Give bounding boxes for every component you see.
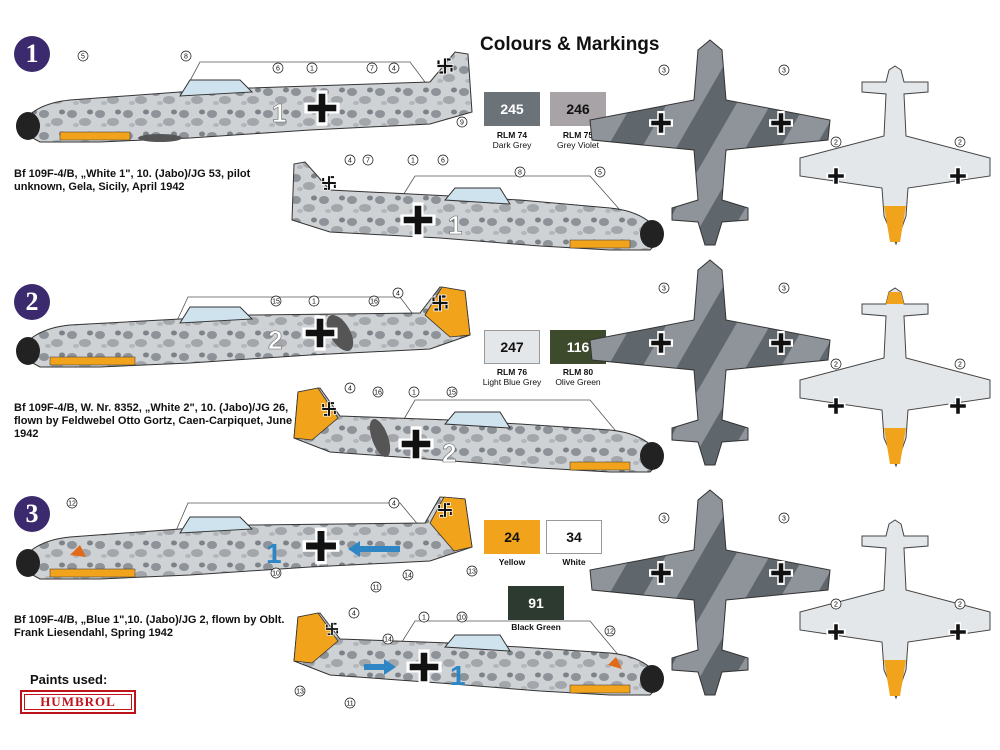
callout-number: 9 <box>460 120 464 127</box>
callout-number: 7 <box>366 158 370 165</box>
aircraft-profile-right: 1 4 7 1 6 8 5 <box>291 154 664 251</box>
fuselage-code: 2 <box>442 438 456 468</box>
callout-number: 1 <box>310 66 314 73</box>
callout-number: 1 <box>422 615 426 622</box>
aircraft-profile-right: 1 4 14 1 10 12 13 11 <box>293 607 664 709</box>
callout-number: 2 <box>834 140 838 147</box>
callout-number: 1 <box>412 390 416 397</box>
colour-chip: 245 <box>484 92 540 126</box>
callout-number: 5 <box>598 170 602 177</box>
callout-number: 4 <box>392 66 396 73</box>
aircraft-plan-under-view: 2 2 <box>799 519 991 700</box>
callout-number: 8 <box>184 54 188 61</box>
callout-number: 2 <box>834 602 838 609</box>
aircraft-profile-left: 1 5 8 6 1 7 4 9 <box>16 50 473 143</box>
callout-number: 15 <box>272 299 280 306</box>
callout-number: 3 <box>782 68 786 75</box>
fuselage-code: 1 <box>266 538 282 569</box>
callout-number: 2 <box>958 362 962 369</box>
aircraft-plan-under-view: 2 2 <box>799 287 991 468</box>
callout-number: 16 <box>370 299 378 306</box>
colour-swatch: 247 <box>484 330 540 364</box>
callout-number: 2 <box>958 602 962 609</box>
callout-number: 14 <box>404 573 412 580</box>
callout-number: 4 <box>352 611 356 618</box>
scheme-caption: Bf 109F-4/B, „White 1", 10. (Jabo)/JG 53… <box>14 168 251 193</box>
callout-number: 2 <box>834 362 838 369</box>
colour-swatch: 34 <box>546 520 602 554</box>
callout-number: 14 <box>384 637 392 644</box>
callout-number: 3 <box>782 516 786 523</box>
callout-number: 1 <box>312 299 316 306</box>
callout-number: 3 <box>782 286 786 293</box>
scheme-number-badge: 2 <box>14 284 50 320</box>
callout-number: 5 <box>81 54 85 61</box>
colour-chip: 34 <box>546 520 602 554</box>
callout-number: 4 <box>392 501 396 508</box>
page-title: Colours & Markings <box>480 34 660 55</box>
callout-number: 11 <box>346 701 353 708</box>
aircraft-plan-top-view: 3 3 <box>589 39 831 246</box>
colour-chip: 24 <box>484 520 540 554</box>
aircraft-plan-top-view: 3 3 <box>589 489 831 696</box>
callout-number: 3 <box>662 68 666 75</box>
scheme-number-badge: 3 <box>14 496 50 532</box>
fuselage-code: 1 <box>448 210 462 240</box>
callout-number: 4 <box>396 291 400 298</box>
scheme-caption: Bf 109F-4/B, „Blue 1",10. (Jabo)/JG 2, f… <box>14 614 285 639</box>
aircraft-profile-left: 1 12 4 10 11 14 13 <box>16 496 478 593</box>
callout-number: 10 <box>458 615 466 622</box>
colour-chip: 91 <box>508 586 564 620</box>
colour-name: Yellow <box>498 557 526 567</box>
colour-swatch: 246 <box>550 92 606 126</box>
callout-number: 6 <box>441 158 445 165</box>
callout-number: 13 <box>468 569 476 576</box>
colour-swatch: 24 <box>484 520 540 554</box>
humbrol-logo: HUMBROL <box>20 690 136 714</box>
fuselage-code: 1 <box>272 98 286 128</box>
callout-number: 13 <box>296 689 304 696</box>
callout-number: 4 <box>348 386 352 393</box>
colour-chip: 247 <box>484 330 540 364</box>
callout-number: 16 <box>374 390 382 397</box>
scheme-caption: Bf 109F-4/B, W. Nr. 8352, „White 2", 10.… <box>14 402 293 440</box>
callout-number: 4 <box>348 158 352 165</box>
callout-number: 7 <box>370 66 374 73</box>
callout-number: 6 <box>276 66 280 73</box>
paints-used-label: Paints used: <box>30 672 108 687</box>
callout-number: 1 <box>411 158 415 165</box>
callout-number: 8 <box>518 170 522 177</box>
aircraft-plan-under-view: 2 2 <box>799 65 991 246</box>
aircraft-profile-right: 2 4 16 1 15 <box>293 382 664 473</box>
callout-number: 11 <box>372 585 379 592</box>
colour-name: Black Green <box>511 622 561 632</box>
callout-number: 2 <box>958 140 962 147</box>
callout-number: 3 <box>662 286 666 293</box>
fuselage-code: 2 <box>268 325 282 355</box>
aircraft-profile-left: 2 15 1 16 4 <box>16 286 471 368</box>
fuselage-code: 1 <box>450 660 466 691</box>
colour-chip: 246 <box>550 92 606 126</box>
callout-number: 3 <box>662 516 666 523</box>
scheme-number-badge: 1 <box>14 36 50 72</box>
callout-number: 12 <box>68 501 76 508</box>
callout-number: 10 <box>272 571 280 578</box>
colour-swatch: 245 <box>484 92 540 126</box>
callout-number: 12 <box>606 629 614 636</box>
callout-number: 15 <box>448 390 456 397</box>
colour-swatch: 91 <box>508 586 564 620</box>
colour-name: White <box>562 557 586 567</box>
aircraft-plan-top-view: 3 3 <box>589 259 831 466</box>
